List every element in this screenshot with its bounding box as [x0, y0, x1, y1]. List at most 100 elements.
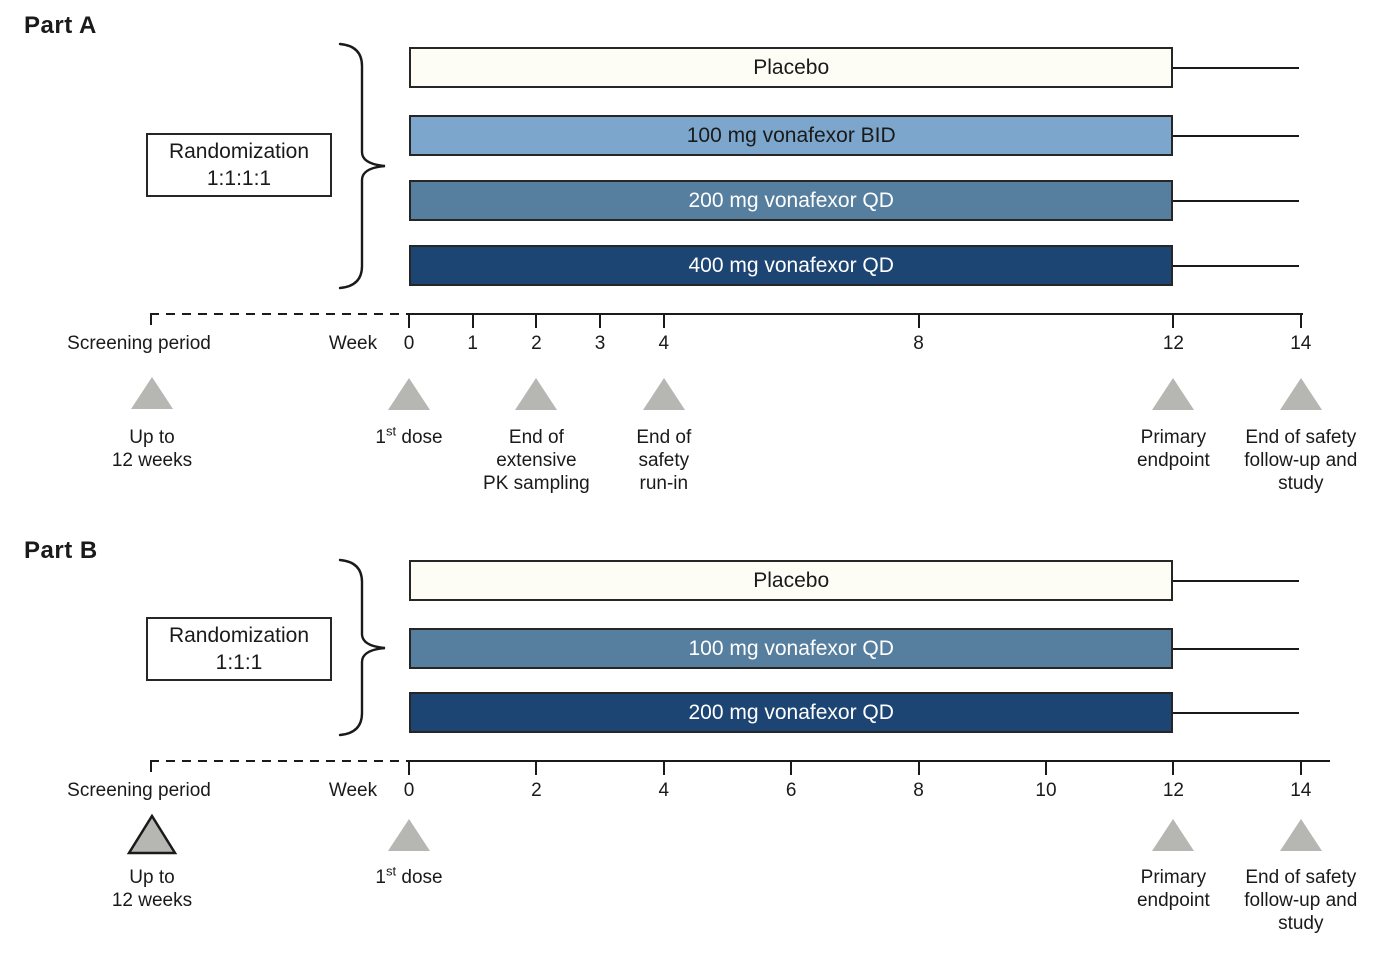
event-marker-label-line: endpoint: [1136, 890, 1210, 911]
event-triangle-marker: [515, 378, 558, 410]
week-tick: [917, 315, 920, 328]
week-tick: [599, 315, 602, 328]
randomization-label: Randomization: [168, 140, 310, 163]
part-title: Part A: [24, 12, 97, 39]
event-marker-label-line: study: [1278, 913, 1324, 934]
week-tick: [1172, 315, 1175, 328]
arm-followup-line: [1173, 647, 1299, 650]
screening-start-tick: [150, 760, 152, 772]
event-marker-label-line: End of: [636, 427, 692, 448]
treatment-arm-label: 200 mg vonafexor QD: [688, 700, 894, 724]
treatment-arm-label: 100 mg vonafexor BID: [686, 123, 896, 147]
week-tick-label: 14: [1290, 780, 1312, 801]
event-marker-label-line: 12 weeks: [111, 450, 193, 471]
ordinal-superscript: st: [385, 423, 397, 439]
event-marker-label: 1st dose: [375, 865, 443, 889]
week-axis-line: [409, 760, 1330, 762]
week-tick-label: 8: [913, 780, 924, 801]
week-tick-label: 12: [1162, 780, 1184, 801]
event-marker-label: 1st dose: [375, 423, 443, 449]
week-tick-label: 10: [1035, 780, 1057, 801]
part-title: Part B: [24, 537, 98, 564]
treatment-arm-bar: Placebo: [409, 47, 1174, 88]
randomization-ratio: 1:1:1:1: [206, 167, 272, 190]
event-marker-label-line: Primary: [1140, 427, 1207, 448]
arm-followup-line: [1173, 579, 1299, 582]
treatment-arm-bar: 100 mg vonafexor BID: [409, 115, 1174, 156]
event-marker-label-line: follow-up and: [1244, 450, 1358, 471]
arm-followup-line: [1173, 199, 1299, 202]
event-marker-label-line: End of safety: [1245, 427, 1357, 448]
week-tick-label: 8: [913, 333, 924, 354]
treatment-arm-bar: 100 mg vonafexor QD: [409, 628, 1174, 669]
randomization-brace: [338, 42, 386, 290]
treatment-arm-bar: 200 mg vonafexor QD: [409, 692, 1174, 733]
event-triangle-marker: [1152, 819, 1195, 851]
week-tick: [1299, 762, 1302, 775]
week-tick: [408, 315, 410, 328]
week-tick-label: 12: [1162, 333, 1184, 354]
week-tick-label: 4: [658, 780, 670, 801]
treatment-arm-label: Placebo: [753, 568, 830, 592]
week-tick-label: 3: [594, 333, 606, 354]
arm-followup-line: [1173, 711, 1299, 714]
event-marker-label-line: follow-up and: [1244, 890, 1358, 911]
treatment-arm-bar: 400 mg vonafexor QD: [409, 245, 1174, 286]
event-marker-label-line: Primary: [1140, 867, 1207, 888]
week-tick: [535, 762, 538, 775]
week-tick-label: 2: [531, 333, 542, 354]
screening-dashed-line: [150, 313, 409, 315]
screening-period-label: Screening period: [67, 333, 211, 354]
event-triangle-marker: [642, 378, 685, 410]
randomization-box: Randomization 1:1:1:1: [146, 133, 332, 197]
week-tick-label: 4: [658, 333, 670, 354]
event-marker-label-line: 12 weeks: [111, 890, 193, 911]
treatment-arm-label: 200 mg vonafexor QD: [688, 188, 894, 212]
week-tick: [790, 762, 793, 775]
treatment-arm-label: 400 mg vonafexor QD: [688, 253, 894, 277]
week-tick-label: 0: [403, 333, 415, 354]
week-tick: [535, 315, 538, 328]
screening-period-label: Screening period: [67, 780, 211, 801]
screening-dashed-line: [150, 760, 409, 762]
week-tick: [408, 762, 410, 775]
event-triangle-marker: [388, 819, 430, 851]
event-marker-label-line: study: [1278, 473, 1324, 494]
week-tick: [471, 315, 474, 328]
week-tick-label: 6: [785, 780, 797, 801]
event-marker-label-text: 1: [375, 867, 386, 888]
event-triangle-marker: [131, 377, 173, 409]
event-marker-label-line: run-in: [639, 473, 689, 494]
treatment-arm-bar: Placebo: [409, 560, 1174, 601]
event-marker-label-line: extensive: [496, 450, 577, 471]
week-tick-label: 14: [1290, 333, 1312, 354]
week-tick: [1172, 762, 1175, 775]
event-marker-label-text: dose: [396, 427, 443, 448]
event-marker-label-line: Up to: [129, 427, 175, 448]
event-marker-label-text: dose: [396, 867, 443, 888]
treatment-arm-bar: 200 mg vonafexor QD: [409, 180, 1174, 221]
event-marker-label-text: 1: [375, 427, 386, 448]
arm-followup-line: [1173, 264, 1299, 267]
randomization-label: Randomization: [168, 624, 310, 647]
week-tick-label: 1: [467, 333, 478, 354]
event-marker-label-line: End of: [508, 427, 564, 448]
week-axis-line: [409, 313, 1303, 315]
screening-start-tick: [150, 313, 152, 325]
event-triangle-marker: [1152, 378, 1195, 410]
week-tick-label: 2: [531, 780, 542, 801]
week-tick: [662, 762, 665, 775]
week-axis-title: Week: [328, 780, 378, 801]
week-axis-title: Week: [328, 333, 378, 354]
randomization-ratio: 1:1:1: [215, 651, 263, 674]
